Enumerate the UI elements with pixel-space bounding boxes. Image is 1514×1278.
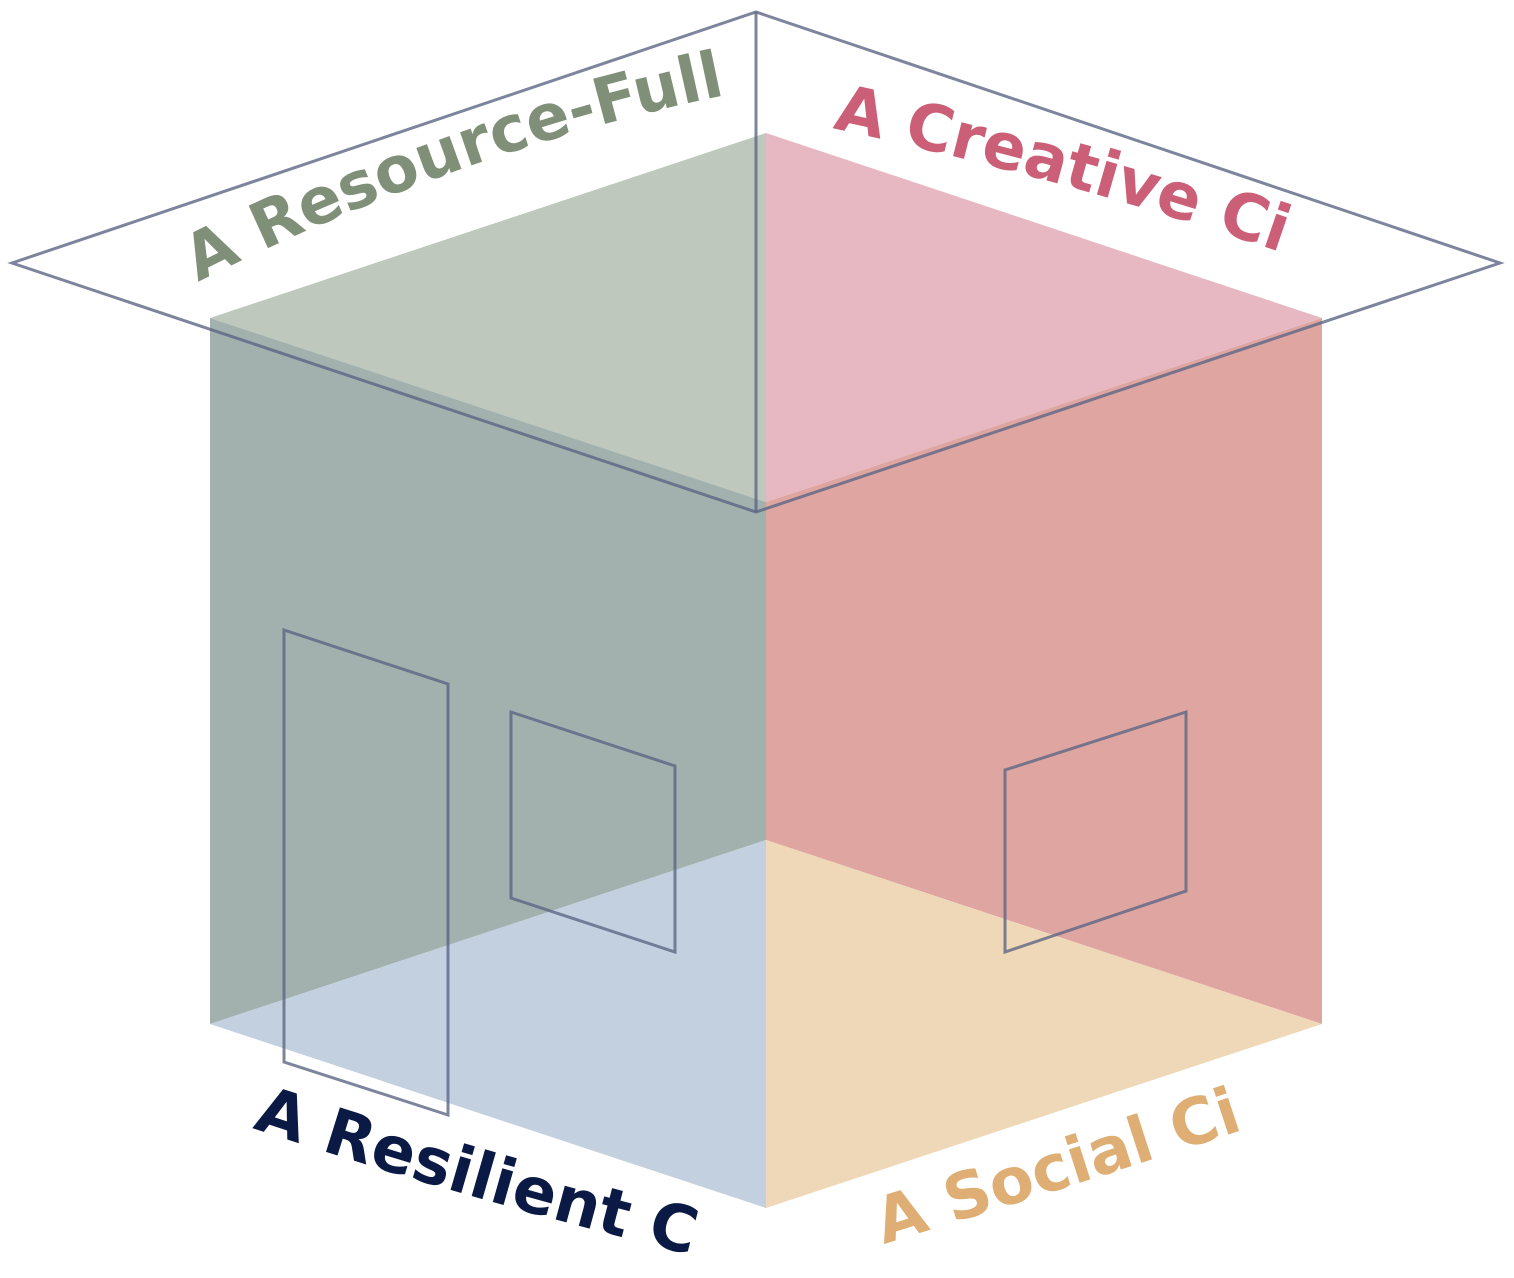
floor-left-panel — [210, 840, 766, 1208]
floor-right-panel — [766, 840, 1322, 1208]
window-icon — [1003, 709, 1188, 955]
left-wall-panel — [210, 318, 766, 1024]
roof-outline — [7, 10, 1505, 514]
roof-diamond — [7, 10, 1505, 514]
right-wall-panel — [766, 318, 1322, 1024]
door-icon — [282, 627, 450, 1118]
ceiling-right-panel — [766, 133, 1322, 502]
ceiling-left-panel — [210, 133, 766, 502]
window-icon — [509, 709, 677, 955]
